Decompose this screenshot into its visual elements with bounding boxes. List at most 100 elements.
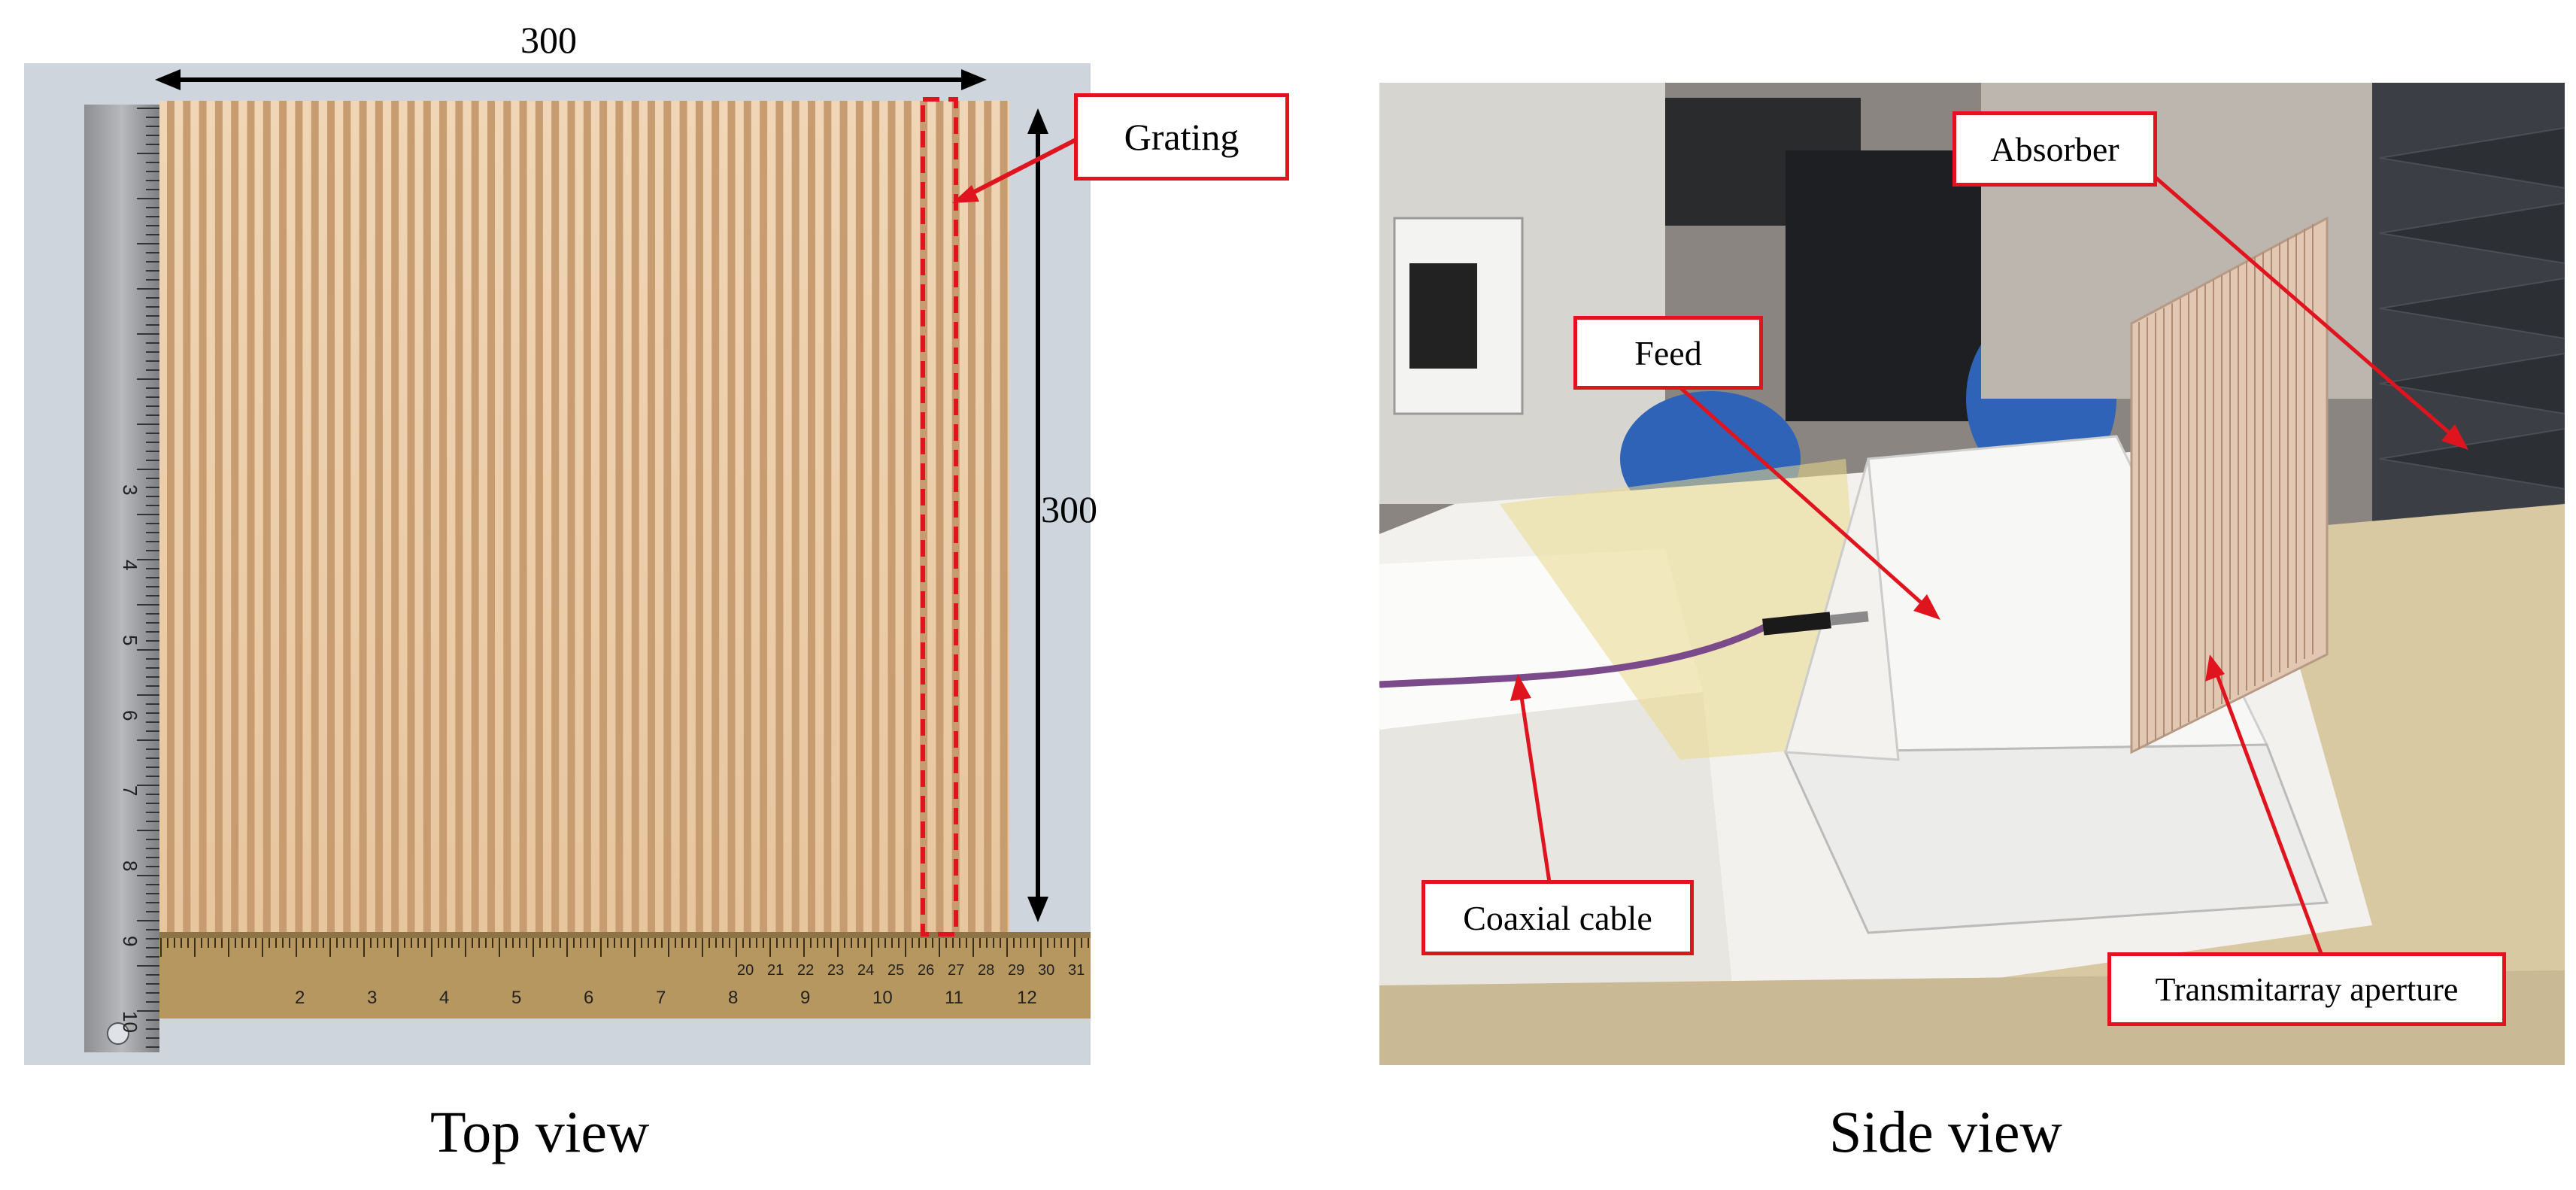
dimension-horizontal-label: 300 (520, 19, 577, 61)
bottom-ruler-inch: 2 (295, 988, 305, 1008)
bottom-ruler-inch: 4 (439, 988, 449, 1008)
feed-box-left (1784, 458, 1900, 761)
grating-strip (808, 101, 815, 932)
bottom-ruler-number: 25 (887, 962, 904, 979)
bottom-ruler-number: 31 (1068, 962, 1085, 979)
grating-strip (214, 101, 223, 932)
grating-strip (423, 101, 431, 932)
grating-strip (391, 101, 399, 932)
grating-strip (295, 101, 303, 932)
grating-strip (311, 101, 319, 932)
coaxial-cable-line (1379, 621, 1773, 688)
left-ruler-number: 7 (119, 785, 141, 796)
absorber-cone (2379, 352, 2565, 415)
grating-highlight-box (921, 97, 958, 937)
bottom-ruler-number: 22 (797, 962, 814, 979)
aperture-lines (2138, 223, 2314, 749)
grating-strip (551, 101, 560, 932)
bottom-ruler-inch: 9 (800, 988, 810, 1008)
left-ruler-number: 6 (119, 710, 141, 721)
grating-strip (199, 101, 207, 932)
bottom-ruler-inch: 3 (367, 988, 377, 1008)
grating-strip (984, 101, 992, 932)
grating-strip (663, 101, 672, 932)
left-ruler-number: 9 (119, 936, 141, 946)
foam-block-left-side (1379, 692, 1740, 1065)
grating-strip (648, 101, 655, 932)
bottom-ruler-number: 26 (918, 962, 934, 979)
grating-strip (583, 101, 591, 932)
bottom-ruler-number: 20 (737, 962, 754, 979)
bottom-ruler (159, 932, 1091, 1018)
bottom-ruler-inch: 7 (656, 988, 666, 1008)
left-ruler-number: 5 (119, 635, 141, 645)
left-ruler-number: 4 (119, 560, 141, 570)
grating-strip (487, 101, 495, 932)
coaxial-cable-label: Coaxial cable (1422, 880, 1694, 955)
grating-strip (439, 101, 448, 932)
grating-strip (615, 101, 624, 932)
grating-strip (887, 101, 896, 932)
grating-strip (855, 101, 863, 932)
grating-strip (712, 101, 720, 932)
grating-strip (279, 101, 287, 932)
bottom-ruler-number: 24 (857, 962, 874, 979)
grating-strip (455, 101, 463, 932)
grating-strip (327, 101, 335, 932)
grating-strip (743, 101, 751, 932)
grating-strip (535, 101, 543, 932)
grating-strip (936, 101, 944, 932)
bottom-ruler-number: 23 (827, 962, 844, 979)
transmitarray-aperture-label: Transmitarray aperture (2107, 952, 2506, 1026)
grating-strip (167, 101, 174, 932)
top-view-photo: 20212223242526272829303132 2345678910111… (24, 63, 1091, 1065)
bottom-ruler-inch: 8 (728, 988, 738, 1008)
grating-strip (183, 101, 191, 932)
feed-probe (1830, 611, 1869, 626)
dimension-vertical-label: 300 (1041, 488, 1097, 530)
bottom-ruler-ticks (160, 938, 1089, 957)
left-ruler-number: 8 (119, 861, 141, 871)
bottom-ruler-inch: 6 (584, 988, 593, 1008)
bottom-ruler-inch: 10 (872, 988, 893, 1008)
grating-strip (839, 101, 848, 932)
grating-strip (775, 101, 784, 932)
grating-strip (375, 101, 383, 932)
tape (1500, 459, 1868, 760)
grating-strip (407, 101, 415, 932)
absorber-cone (2379, 202, 2565, 265)
top-view-illustration: 20212223242526272829303132 2345678910111… (84, 97, 1091, 1052)
grating-strip (727, 101, 736, 932)
side-view-caption: Side view (1829, 1099, 2062, 1164)
feed-box-front (1783, 743, 2329, 934)
feed-label: Feed (1573, 316, 1763, 390)
bottom-ruler-number: 21 (767, 962, 784, 979)
ruler-hole (107, 1022, 129, 1045)
office-chair (1786, 150, 1981, 421)
grating-strip (231, 101, 239, 932)
absorber-label: Absorber (1952, 111, 2157, 187)
grating-label: Grating (1074, 93, 1289, 181)
absorber-cone (2379, 126, 2565, 190)
grating-strip (262, 101, 271, 932)
grating-strip (567, 101, 575, 932)
grating-strip (599, 101, 608, 932)
grating-strip (760, 101, 768, 932)
left-ruler-ticks (137, 108, 159, 1048)
bottom-ruler-inch: 12 (1017, 988, 1037, 1008)
absorber-cone (2379, 277, 2565, 340)
bottom-ruler-inch: 11 (945, 988, 963, 1008)
grating-strip (503, 101, 511, 932)
left-ruler-labels: 3 4 5 6 7 8 9 10 (119, 484, 141, 1033)
left-ruler-number: 3 (119, 484, 141, 495)
grating-strip (343, 101, 351, 932)
grating-strip (695, 101, 703, 932)
bottom-ruler-number: 28 (978, 962, 994, 979)
grating-strip (968, 101, 975, 932)
left-ruler-number: 10 (119, 1011, 141, 1033)
grating-strip (872, 101, 880, 932)
grating-strip (247, 101, 255, 932)
